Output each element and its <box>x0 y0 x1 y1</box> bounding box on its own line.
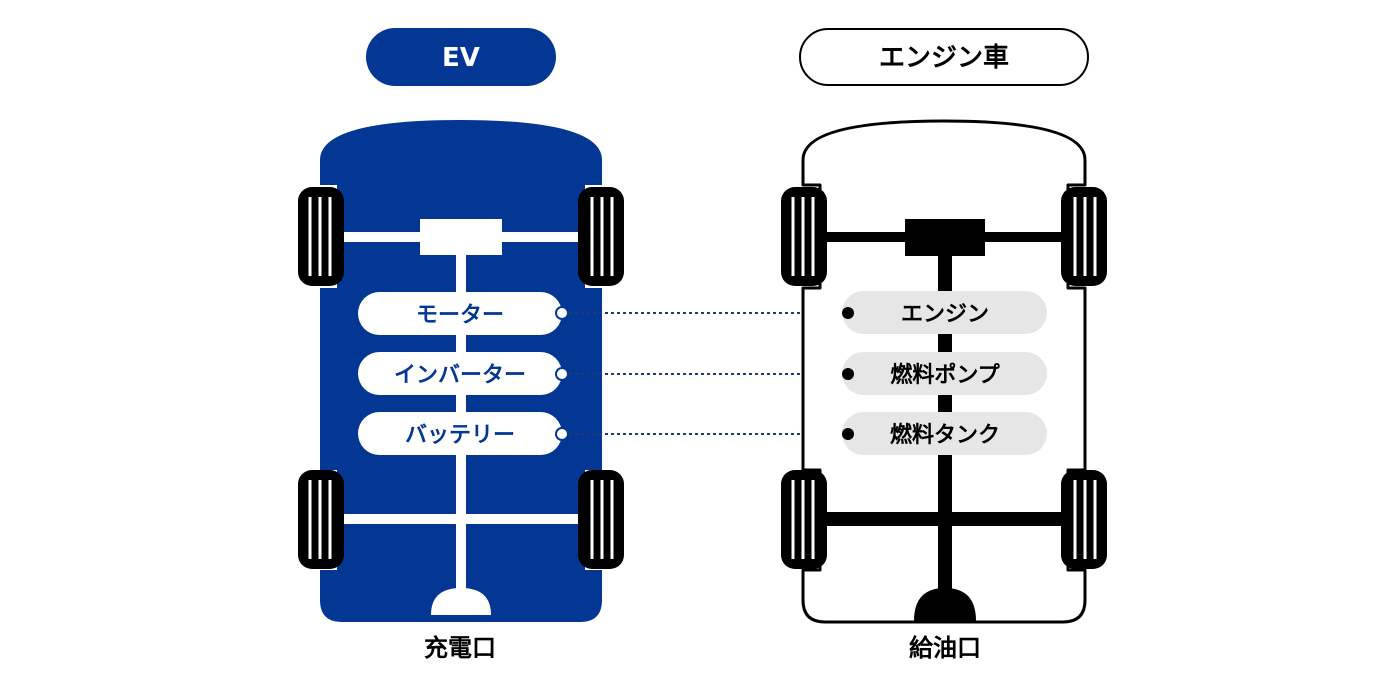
engine-part-fuel-pump-label: 燃料ポンプ <box>890 362 1000 388</box>
engine-part-fuel-pump: 燃料ポンプ <box>842 352 1047 395</box>
engine-part-engine: エンジン <box>842 291 1047 334</box>
ev-part-motor-label: モーター <box>416 303 504 328</box>
engine-wheel-front-left <box>781 187 827 286</box>
ev-part-battery-label: バッテリー <box>405 423 515 448</box>
ev-wheel-rear-right <box>578 470 624 569</box>
engine-title: エンジン車 <box>879 43 1009 73</box>
ev-port-label: 充電口 <box>424 634 496 662</box>
ev-part-battery: バッテリー <box>358 412 562 455</box>
ev-wheel-front-left <box>298 187 344 286</box>
engine-section: エンジン車 <box>781 28 1107 662</box>
ev-title: EV <box>442 43 480 73</box>
ev-wheel-front-right <box>578 187 624 286</box>
connector-dot-engine <box>842 307 854 319</box>
engine-title-pill <box>799 28 1089 86</box>
ev-title-pill <box>366 28 556 86</box>
engine-part-engine-label: エンジン <box>901 302 989 327</box>
engine-part-fuel-tank-label: 燃料タンク <box>890 422 1000 448</box>
ev-part-inverter: インバーター <box>358 352 562 395</box>
ev-part-inverter-label: インバーター <box>394 363 526 388</box>
engine-drivetrain <box>827 219 1061 621</box>
connector-dot-ev-motor <box>555 306 569 320</box>
engine-port-label: 給油口 <box>909 634 981 662</box>
connector-dot-ev-battery <box>555 427 569 441</box>
connector-dot-fuel-pump <box>842 368 854 380</box>
connector-dot-ev-inverter <box>555 367 569 381</box>
engine-wheel-front-right <box>1061 187 1107 286</box>
engine-wheel-rear-left <box>781 470 827 569</box>
ev-section: EV <box>298 28 624 662</box>
connector-dot-fuel-tank <box>842 428 854 440</box>
engine-part-fuel-tank: 燃料タンク <box>842 412 1047 455</box>
connector-lines <box>555 306 846 441</box>
ev-wheel-rear-left <box>298 470 344 569</box>
engine-wheel-rear-right <box>1061 470 1107 569</box>
ev-part-motor: モーター <box>358 292 562 335</box>
